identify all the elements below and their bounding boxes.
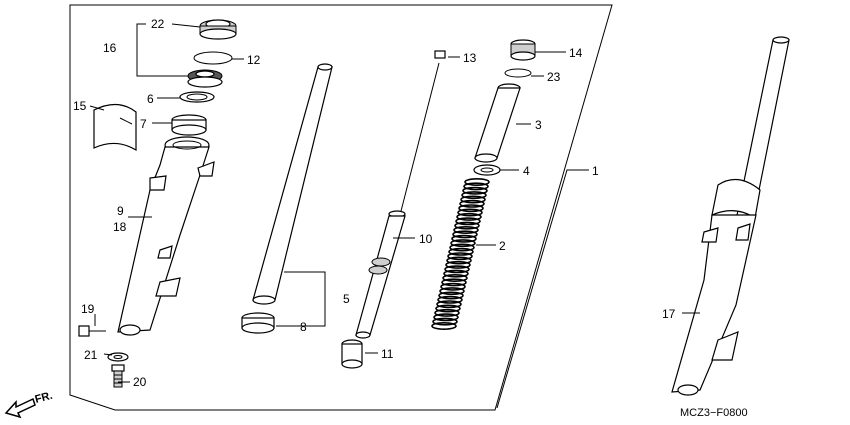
- part-back-up-ring[interactable]: [179, 91, 215, 103]
- callout-8: 8: [300, 320, 307, 334]
- callout-19: 19: [81, 302, 95, 316]
- part-oil-seal[interactable]: [187, 69, 223, 88]
- callout-7: 7: [140, 117, 147, 131]
- front-arrow-icon: [4, 397, 36, 419]
- callout-16: 16: [103, 41, 117, 55]
- part-guide-bushing[interactable]: [241, 312, 275, 334]
- part-o-ring[interactable]: [504, 68, 532, 78]
- part-socket-bolt[interactable]: [78, 325, 106, 337]
- callout-labels: 22 16 12 6 15 7 9 18 19 21 20 5 8 13 10 …: [73, 17, 676, 389]
- callout-23: 23: [547, 70, 561, 84]
- callout-9: 9: [117, 204, 124, 218]
- part-damper-rod[interactable]: [355, 62, 440, 339]
- part-bottom-case[interactable]: [117, 136, 215, 336]
- exploded-view-frame: [69, 4, 613, 411]
- callout-14: 14: [569, 46, 583, 60]
- part-lock-nut[interactable]: [434, 50, 446, 59]
- part-spring-seat[interactable]: [473, 164, 501, 176]
- callout-12: 12: [247, 53, 261, 67]
- callout-11: 11: [381, 347, 394, 361]
- part-fork-bolt[interactable]: [510, 39, 536, 61]
- callout-13: 13: [463, 51, 477, 65]
- callout-22: 22: [151, 17, 165, 31]
- callout-15: 15: [73, 99, 87, 113]
- part-sealing-washer[interactable]: [107, 352, 129, 362]
- part-oil-lock-piece[interactable]: [341, 339, 363, 369]
- part-dust-seal[interactable]: [199, 19, 237, 40]
- callout-17: 17: [662, 307, 676, 321]
- callout-6: 6: [147, 92, 154, 106]
- callout-5: 5: [343, 292, 350, 306]
- part-fork-protector[interactable]: [93, 103, 137, 152]
- part-fork-pipe[interactable]: [252, 63, 333, 305]
- callout-3: 3: [535, 118, 542, 132]
- leader-lines: [89, 23, 700, 409]
- part-fork-spring[interactable]: [431, 178, 490, 330]
- callout-10: 10: [419, 232, 433, 246]
- callout-2: 2: [499, 239, 506, 253]
- callout-20: 20: [133, 375, 147, 389]
- part-stopper-ring[interactable]: [193, 51, 233, 65]
- part-fork-assy[interactable]: [671, 36, 790, 396]
- front-direction-indicator: FR.: [4, 390, 54, 419]
- callout-4: 4: [523, 164, 530, 178]
- callout-1: 1: [592, 164, 599, 178]
- callout-18: 18: [113, 220, 127, 234]
- part-spring-spacer[interactable]: [474, 83, 521, 163]
- diagram-code: MCZ3−F0800: [680, 407, 748, 419]
- front-label: FR.: [34, 390, 54, 406]
- part-drain-bolt[interactable]: [111, 364, 125, 388]
- part-slider-bushing[interactable]: [171, 114, 207, 136]
- callout-21: 21: [84, 348, 98, 362]
